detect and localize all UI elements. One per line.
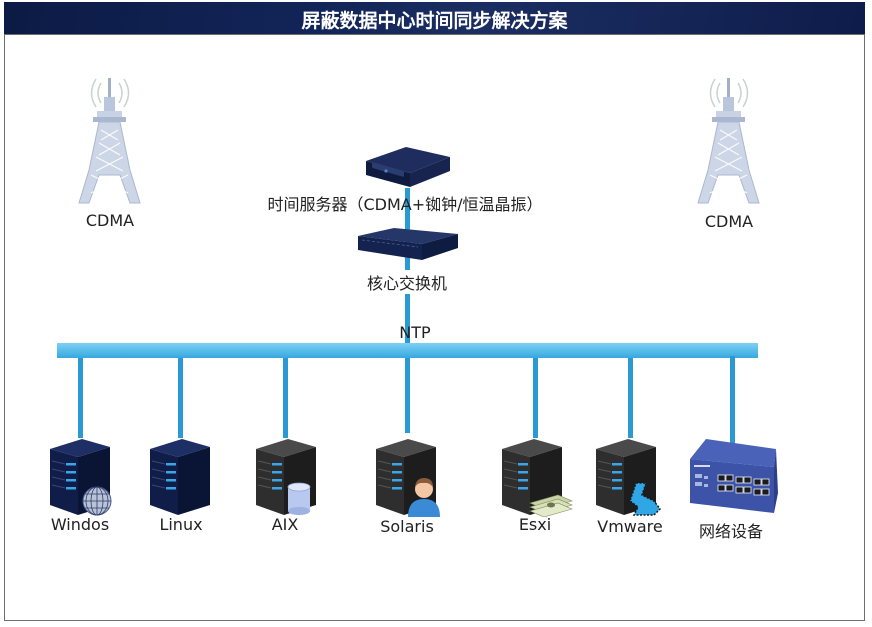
server-icon [150, 439, 210, 515]
drop-link-vmware [628, 358, 633, 438]
diagram-frame [4, 2, 865, 621]
title-bar: 屏蔽数据中心时间同步解决方案 [4, 2, 865, 35]
time-server-label: 时间服务器（CDMA+铷钟/恒温晶振） [267, 195, 543, 214]
server-globe-icon [50, 439, 112, 516]
network-switch-icon [690, 439, 778, 513]
drop-link-esxi [533, 358, 538, 438]
client-windos-label: Windos [50, 515, 110, 534]
cdma-tower-left [75, 75, 145, 214]
drop-link-windos [78, 358, 83, 438]
client-aix-label: AIX [271, 515, 299, 534]
client-solaris-label: Solaris [380, 517, 434, 536]
ntp-bus-label: NTP [399, 323, 431, 342]
client-linux [148, 437, 214, 521]
client-windos [48, 437, 114, 523]
client-network-device-label: 网络设备 [698, 522, 764, 541]
client-aix [254, 437, 320, 521]
cell-tower-icon [78, 78, 141, 204]
diagram-title: 屏蔽数据中心时间同步解决方案 [301, 10, 568, 32]
server-film-icon [596, 439, 661, 516]
cell-tower-icon [697, 78, 760, 204]
client-vmware [594, 437, 666, 523]
client-esxi [500, 437, 574, 521]
time-server-icon [366, 147, 450, 187]
core-switch [356, 226, 460, 268]
client-esxi-label: Esxi [518, 515, 552, 534]
server-money-icon [502, 439, 573, 518]
drop-link-linux [178, 358, 183, 438]
client-solaris [374, 437, 446, 523]
trunk-link [405, 188, 410, 433]
ntp-bus [57, 343, 758, 358]
cdma-tower-right-label: CDMA [704, 212, 754, 231]
cdma-tower-left-label: CDMA [85, 211, 135, 230]
core-switch-label: 核心交换机 [364, 270, 450, 294]
drop-link-network [730, 356, 735, 444]
server-user-icon [376, 439, 440, 517]
server-database-icon [256, 439, 316, 515]
cdma-tower-right [694, 75, 764, 214]
time-server [362, 143, 454, 193]
client-vmware-label: Vmware [597, 517, 663, 536]
core-switch-icon [358, 228, 458, 260]
client-network-device [688, 437, 780, 521]
drop-link-aix [283, 358, 288, 438]
client-linux-label: Linux [159, 515, 203, 534]
